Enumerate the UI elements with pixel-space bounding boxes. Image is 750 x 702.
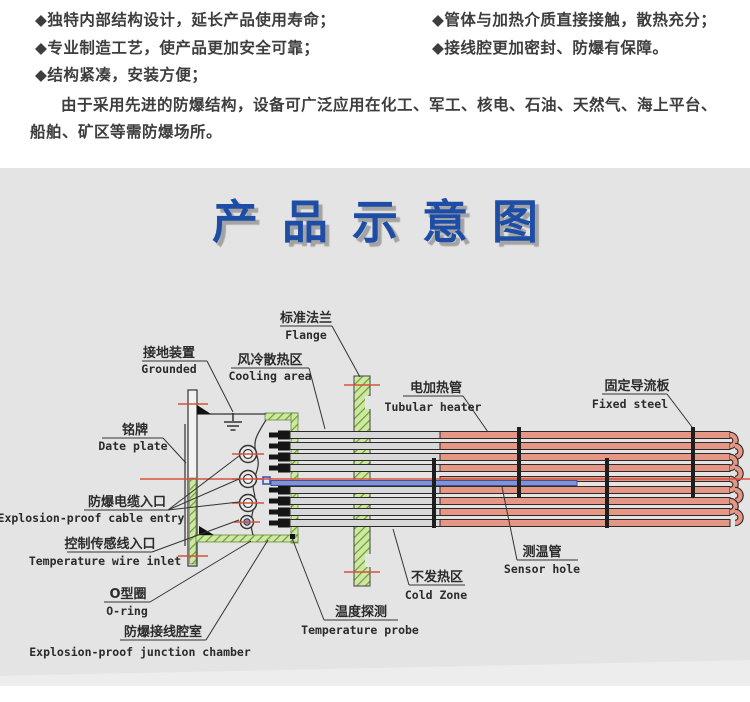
cable-entries (232, 444, 264, 530)
baffle-plates (432, 427, 695, 528)
svg-text:Tubular heater: Tubular heater (385, 400, 482, 414)
svg-text:Temperature wire inlet: Temperature wire inlet (29, 554, 181, 568)
svg-text:防爆接线腔室: 防爆接线腔室 (124, 624, 202, 640)
cable-entry-hole (232, 444, 264, 464)
svg-text:Fixed steel: Fixed steel (592, 397, 668, 411)
svg-text:接地装置: 接地装置 (143, 345, 195, 361)
label-temperature-probe: 温度探测 Temperature probe (301, 604, 419, 637)
cable-entry-hole (232, 493, 264, 513)
svg-text:防爆电缆入口: 防爆电缆入口 (88, 494, 166, 510)
break-line (250, 419, 267, 536)
label-tubular-heater: 电加热管 Tubular heater (385, 380, 482, 414)
bullet-structure-design: ◆独特内部结构设计，延长产品使用寿命； (35, 11, 336, 29)
label-junction-chamber: 防爆接线腔室 Explosion-proof junction chamber (29, 624, 251, 659)
label-fixed-steel: 固定导流板 Fixed steel (592, 378, 671, 411)
bullet-sealed-chamber: ◆接线腔更加密封、防爆有保障。 (432, 39, 669, 57)
svg-text:铭牌: 铭牌 (122, 422, 148, 438)
svg-text:Temperature probe: Temperature probe (301, 623, 419, 637)
diagram-section (0, 168, 750, 686)
sensor-wire-entry-hole (234, 514, 260, 530)
svg-text:测温管: 测温管 (522, 544, 561, 560)
svg-text:控制传感线入口: 控制传感线入口 (64, 536, 155, 552)
label-wire-inlet: 控制传感线入口 Temperature wire inlet (29, 536, 181, 568)
svg-text:固定导流板: 固定导流板 (604, 378, 670, 394)
svg-text:不发热区: 不发热区 (411, 569, 463, 585)
svg-text:Sensor hole: Sensor hole (504, 562, 580, 576)
bullet-manufacturing: ◆专业制造工艺，使产品更加安全可靠； (35, 39, 320, 57)
svg-text:O-ring: O-ring (106, 604, 148, 618)
svg-text:Grounded: Grounded (141, 362, 196, 376)
ground-symbol (224, 413, 242, 431)
svg-text:Date plate: Date plate (98, 439, 167, 453)
svg-text:电加热管: 电加热管 (410, 380, 462, 396)
label-cable-entry: 防爆电缆入口 Explosion-proof cable entry (0, 494, 185, 525)
svg-text:Flange: Flange (285, 328, 327, 342)
label-sensor-hole: 测温管 Sensor hole (504, 544, 580, 576)
label-o-ring: O型圈 O-ring (104, 586, 150, 618)
diagram-labels: 接地装置 Grounded 标准法兰 Flange 风冷散热区 Cooling … (0, 310, 670, 659)
product-schematic: 接地装置 Grounded 标准法兰 Flange 风冷散热区 Cooling … (0, 310, 750, 659)
label-cooling-area: 风冷散热区 Cooling area (228, 352, 311, 383)
label-grounded: 接地装置 Grounded (141, 345, 207, 376)
weld-mark-bottom (199, 526, 214, 535)
application-paragraph: 由于采用先进的防爆结构，设备可广泛应用在化工、军工、核电、石油、天然气、海上平台… (30, 96, 718, 141)
svg-text:温度探测: 温度探测 (335, 604, 387, 620)
bullet-compact: ◆结构紧凑，安装方便； (35, 66, 208, 84)
label-cold-zone: 不发热区 Cold Zone (405, 569, 467, 602)
svg-text:风冷散热区: 风冷散热区 (237, 352, 302, 368)
label-date-plate: 铭牌 Date plate (98, 422, 167, 453)
svg-text:Explosion-proof junction chamb: Explosion-proof junction chamber (29, 645, 251, 659)
svg-text:标准法兰: 标准法兰 (279, 310, 332, 326)
svg-text:Cooling area: Cooling area (228, 369, 311, 383)
label-flange: 标准法兰 Flange (279, 310, 332, 342)
svg-text:Cold Zone: Cold Zone (405, 588, 467, 602)
mounting-plate (184, 389, 198, 567)
svg-text:Explosion-proof cable entry: Explosion-proof cable entry (0, 511, 185, 525)
svg-text:O型圈: O型圈 (109, 586, 146, 602)
leader-lines (149, 325, 693, 641)
weld-mark-top (197, 405, 211, 414)
bullet-heat-contact: ◆管体与加热介质直接接触，散热充分； (432, 11, 717, 29)
cable-entry-hole (232, 469, 264, 489)
junction-chamber (195, 405, 299, 544)
page-title: 产品示意图 (212, 195, 562, 249)
